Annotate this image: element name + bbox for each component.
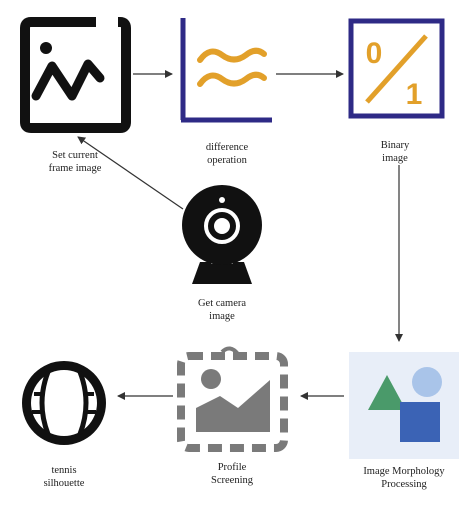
shapes-icon (349, 352, 459, 459)
label-tennis-silhouette: tennis silhouette (43, 465, 85, 489)
line-chart-icon (180, 18, 272, 123)
dashed-image-selection-icon (177, 346, 288, 452)
label-image-morphology-processing: Image Morphology Processing (363, 466, 445, 490)
binary-glyph-zero: 0 (366, 37, 383, 70)
label-difference-operation: difference operation (205, 142, 249, 166)
label-binary-image: Binary image (380, 140, 410, 164)
arrow-camera-to-frame (77, 136, 184, 210)
label-get-camera-image: Get camera image (197, 298, 247, 322)
frame-image-icon (20, 14, 131, 133)
tennis-ball-icon (22, 361, 106, 445)
label-set-current-frame-image: Set current frame image (48, 150, 102, 174)
zero-one-fraction-icon: 0 1 (348, 18, 445, 119)
label-profile-screening: Profile Screening (211, 462, 253, 486)
webcam-icon (182, 185, 262, 284)
binary-glyph-one: 1 (406, 78, 423, 111)
